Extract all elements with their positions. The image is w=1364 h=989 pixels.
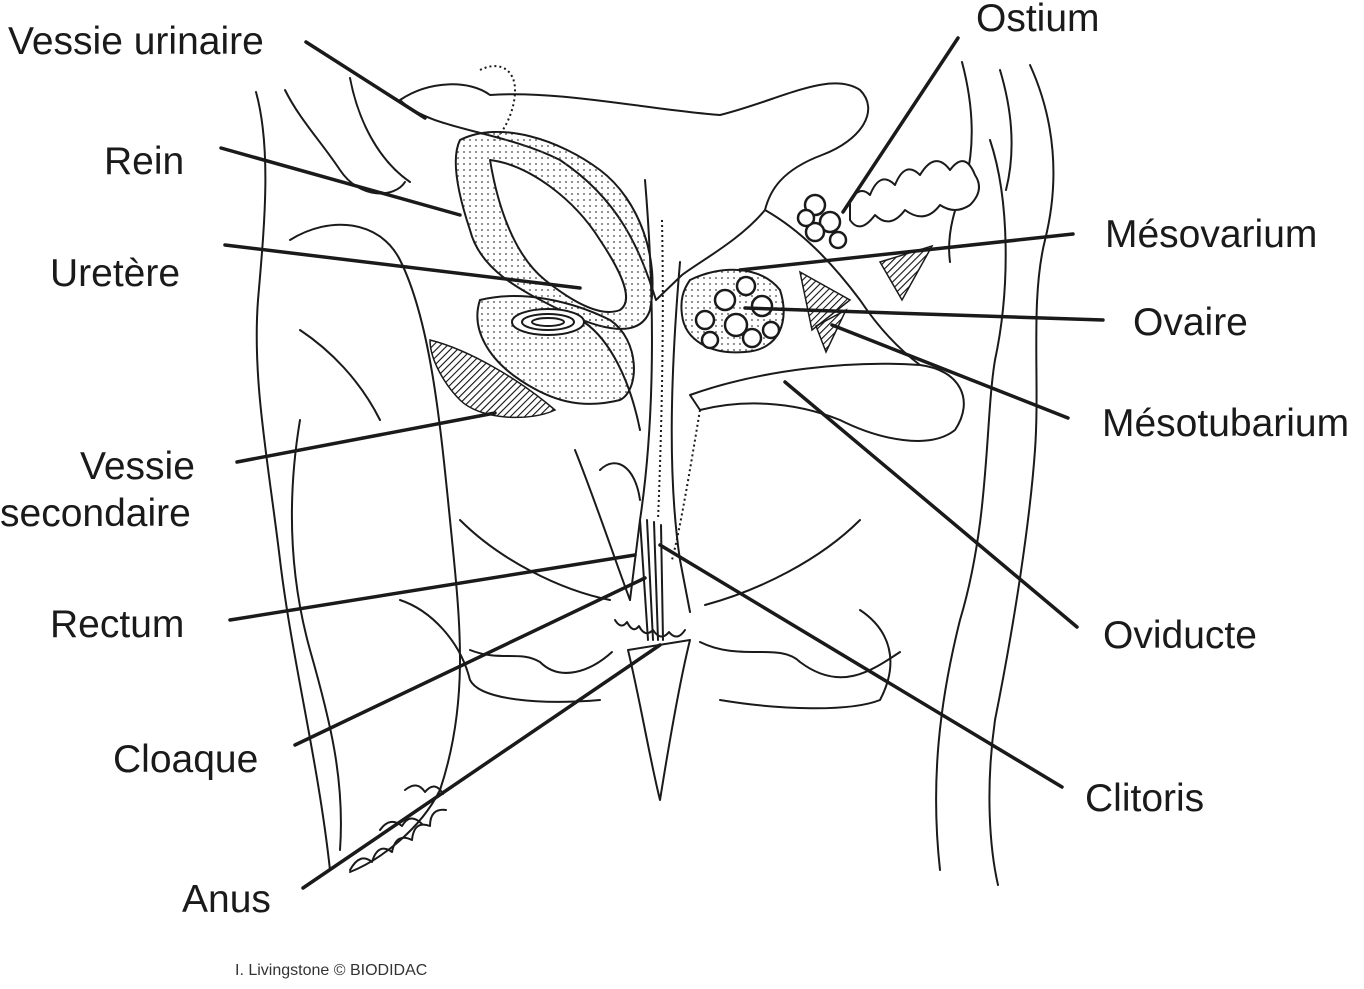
right-body-inner-edge [935,139,1007,871]
right-pelvic-contour [704,519,861,606]
bladder-dotted-edge [479,65,517,141]
column-center-line [657,219,664,521]
leader-line-vessie-urinaire [304,40,427,120]
leader-line-mesovarium [738,232,1075,272]
oviduct-upper-curve [764,209,921,366]
label-rectum: Rectum [50,603,184,646]
left-skin-fold-inner [349,77,411,183]
ovary-egg [750,294,774,318]
left-skin-fold [284,89,406,195]
leader-lines [219,36,1105,890]
ovary-egg [761,320,781,340]
label-vessie-urinaire: Vessie urinaire [8,20,264,63]
rectum-fold-4 [660,524,664,641]
leader-line-vessie-secondaire [235,411,497,464]
leader-line-anus [301,643,662,890]
leader-line-uretere [223,243,582,290]
right-skin-fold-outer [999,69,1013,191]
ostium-egg [828,230,848,250]
right-lower-skin-curve [719,609,892,710]
leader-line-rectum [228,553,637,622]
label-anus: Anus [182,878,271,921]
cloaca-opening [599,462,641,501]
rectum-fold-2 [646,519,654,641]
column-left-edge [629,179,653,601]
credit-text: I. Livingstone © BIODIDAC [235,962,427,979]
ostium-egg [818,210,842,234]
ureter-coil-mid [521,313,575,331]
leader-line-mesotubarium [830,323,1070,420]
ostium-egg [804,221,826,243]
oviduct [689,362,965,442]
ureter-coil-inner [531,317,565,327]
leader-line-clitoris [658,543,1064,789]
leader-line-rein [219,146,462,217]
left-toe-fringe-3 [379,817,423,831]
left-leg-inner-outline [290,419,342,851]
left-leg [289,223,461,873]
ovary-egg [735,275,757,297]
label-ostium: Ostium [976,0,1100,40]
label-cloaque: Cloaque [113,738,258,781]
ovary-egg [713,288,737,312]
label-ovaire: Ovaire [1133,301,1248,344]
secondary-bladder [429,339,557,419]
label-uretere: Uretère [50,252,180,295]
right-perineal-fold [699,641,901,679]
label-vessie-secondaire-line2: secondaire [0,492,191,535]
label-clitoris: Clitoris [1085,777,1204,820]
ostium-frill [849,160,980,228]
ostium [796,160,980,250]
left-hip-curve [299,329,381,421]
label-mesovarium: Mésovarium [1105,213,1317,256]
label-vessie-secondaire-line1: Vessie [80,445,195,488]
label-rein: Rein [104,140,184,183]
clitoris [627,639,691,801]
kidney-inner-channel [489,159,628,313]
left-perineal-fold [469,649,613,674]
ovary-egg [700,330,720,350]
leader-line-cloaque [293,576,647,747]
right-body-edge [988,64,1055,886]
mesovarium [815,308,848,354]
mesotubarium [878,244,934,302]
ureter-duct [583,321,641,431]
left-lower-skin-curve [399,599,601,703]
mesotubarium-lower [798,270,852,332]
cloaca-flap-left [574,449,631,601]
ovary [680,268,785,354]
leader-line-oviducte [783,380,1079,629]
labels: Vessie urinaire Rein Uretère Vessie seco… [0,0,1349,921]
ovary-egg [694,309,716,331]
left-body-edge [255,91,331,871]
left-toe-fringe-2 [404,784,444,795]
rectum-fold-3 [653,521,659,641]
ostium-egg [796,208,816,228]
label-oviducte: Oviducte [1103,614,1257,657]
label-mesotubarium: Mésotubarium [1102,402,1349,445]
leader-line-ovaire [743,306,1105,322]
ureter [511,308,641,431]
leader-line-ostium [841,36,960,214]
ovary-egg [723,312,749,338]
oviduct-descending [671,409,701,561]
anal-fringe [614,619,686,638]
left-toe-fringe [349,808,447,871]
ovary-egg [741,327,763,349]
left-thigh-outline [289,223,461,873]
left-pelvic-contour [459,519,611,601]
